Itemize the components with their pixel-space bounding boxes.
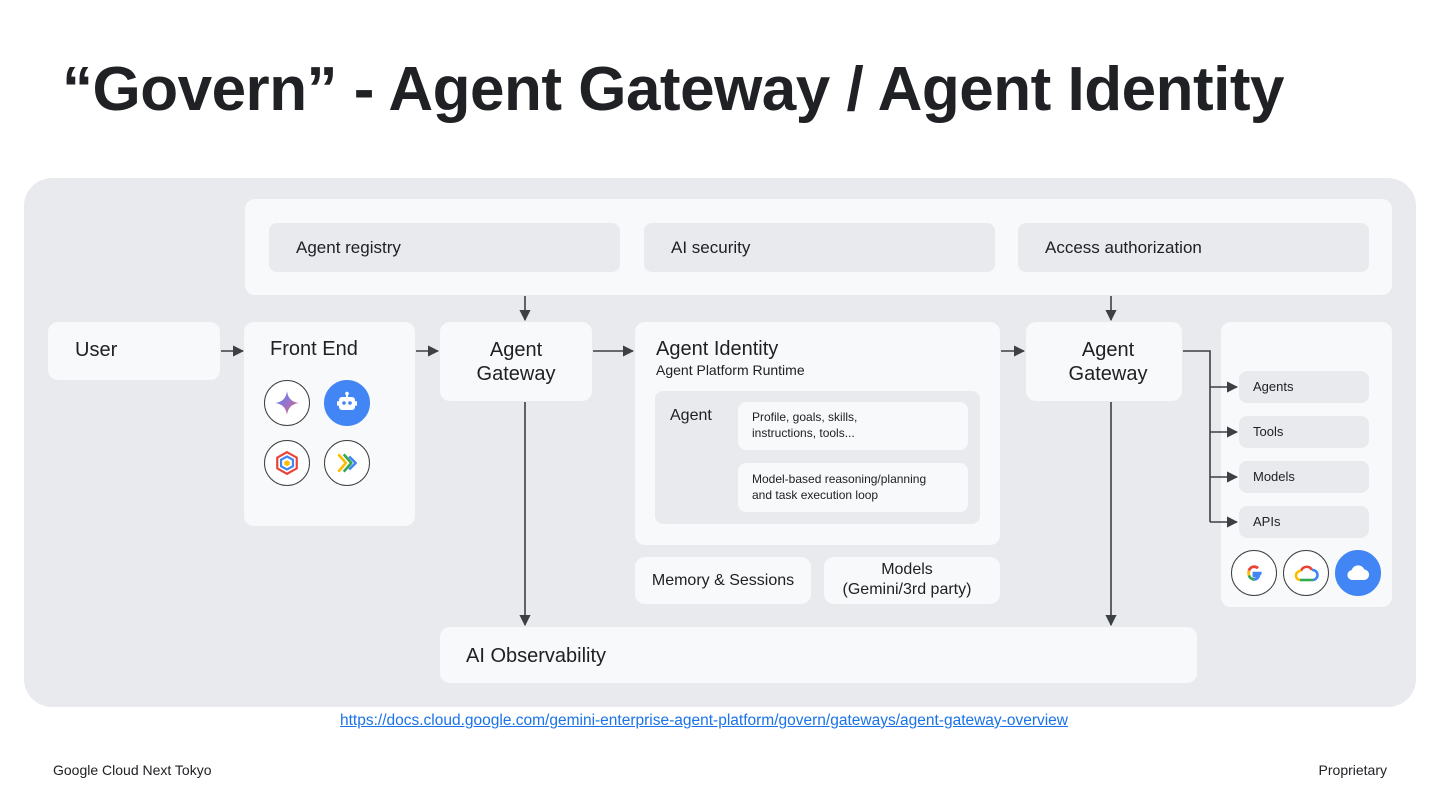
agent-profile-line1: Profile, goals, skills,: [752, 410, 858, 424]
hexagon-cube-icon: [264, 440, 310, 486]
target-tools-label: Tools: [1253, 424, 1284, 439]
models-line2: (Gemini/3rd party): [842, 581, 972, 598]
target-agents: Agents: [1239, 371, 1369, 403]
memory-sessions-box: Memory & Sessions: [635, 557, 811, 604]
target-agents-label: Agents: [1253, 379, 1294, 394]
gemini-sparkle-icon: [264, 380, 310, 426]
access-authorization-label: Access authorization: [1045, 238, 1202, 257]
footer-proprietary: Proprietary: [1318, 762, 1387, 778]
agent-gateway-left-line1: Agent: [489, 339, 543, 361]
target-models-label: Models: [1253, 469, 1295, 484]
target-apis: APIs: [1239, 506, 1369, 538]
slide-title: “Govern” - Agent Gateway / Agent Identit…: [62, 55, 1284, 124]
agent-reasoning-box: Model-based reasoning/planning and task …: [738, 463, 968, 512]
memory-sessions-label: Memory & Sessions: [651, 572, 795, 589]
google-cloud-icon: [1283, 550, 1329, 596]
agent-platform-runtime-label: Agent Platform Runtime: [656, 362, 805, 378]
user-box: User: [48, 322, 220, 380]
docs-link[interactable]: https://docs.cloud.google.com/gemini-ent…: [339, 712, 1068, 729]
agent-reasoning-line1: Model-based reasoning/planning: [752, 472, 927, 486]
agent-profile-line2: instructions, tools...: [752, 426, 855, 440]
play-chevrons-icon: [324, 440, 370, 486]
ai-observability-box: AI Observability: [440, 627, 1197, 683]
agent-gateway-right-line2: Gateway: [1068, 363, 1148, 385]
agent-registry-label: Agent registry: [296, 238, 401, 257]
models-line1: Models: [881, 561, 933, 578]
agent-label: Agent: [670, 407, 712, 424]
ai-observability-label: AI Observability: [466, 645, 607, 667]
agent-reasoning-line2: and task execution loop: [752, 488, 879, 502]
ai-security-label: AI security: [671, 238, 751, 257]
agent-gateway-left-line2: Gateway: [476, 363, 556, 385]
target-tools: Tools: [1239, 416, 1369, 448]
agent-gateway-right-line1: Agent: [1081, 339, 1135, 361]
target-models: Models: [1239, 461, 1369, 493]
front-end-label: Front End: [270, 338, 358, 360]
models-box: Models (Gemini/3rd party): [824, 557, 1000, 604]
agent-gateway-left-box: Agent Gateway: [440, 322, 592, 401]
cloud-icon: [1335, 550, 1381, 596]
agent-profile-box: Profile, goals, skills, instructions, to…: [738, 402, 968, 450]
google-g-icon: [1231, 550, 1277, 596]
target-apis-label: APIs: [1253, 514, 1281, 529]
agent-registry-box: Agent registry: [269, 223, 620, 272]
ai-security-box: AI security: [644, 223, 995, 272]
robot-agent-icon: [324, 380, 370, 426]
agent-gateway-right-box: Agent Gateway: [1026, 322, 1182, 401]
front-end-box: Front End: [244, 322, 415, 526]
user-label: User: [75, 339, 118, 361]
footer-event-name: Google Cloud Next Tokyo: [53, 762, 212, 778]
access-authorization-box: Access authorization: [1018, 223, 1369, 272]
agent-identity-title: Agent Identity: [656, 338, 779, 360]
